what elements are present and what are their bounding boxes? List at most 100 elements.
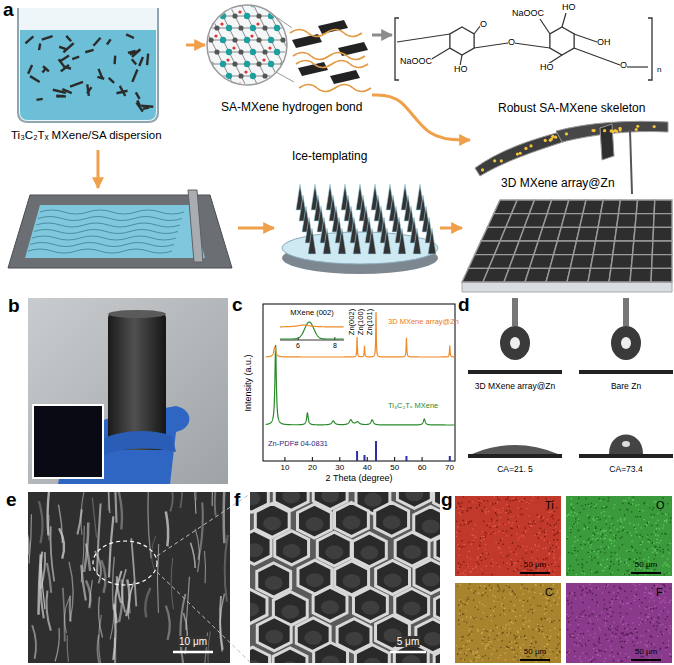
atom bbox=[274, 82, 277, 85]
pore-wall bbox=[166, 606, 170, 640]
film-texture bbox=[32, 236, 176, 240]
eds-speckle bbox=[463, 544, 465, 546]
eds-speckle bbox=[478, 563, 480, 565]
eds-speckle bbox=[549, 661, 551, 663]
eds-speckle bbox=[662, 527, 664, 529]
eds-speckle bbox=[646, 504, 648, 506]
eds-speckle bbox=[649, 540, 651, 542]
eds-speckle bbox=[611, 561, 613, 563]
eds-speckle bbox=[628, 551, 630, 553]
eds-speckle bbox=[628, 498, 630, 500]
eds-speckle bbox=[545, 558, 547, 560]
eds-speckle bbox=[551, 511, 553, 513]
pore-wall bbox=[145, 588, 150, 617]
film-texture bbox=[28, 249, 172, 253]
eds-speckle bbox=[494, 615, 496, 617]
eds-speckle bbox=[513, 611, 515, 613]
droplet-highlight bbox=[621, 337, 631, 349]
pore-wall bbox=[97, 635, 100, 663]
eds-speckle bbox=[523, 532, 525, 534]
pore-wall bbox=[51, 526, 55, 581]
pore-wall bbox=[110, 603, 114, 640]
eds-speckle bbox=[512, 500, 514, 502]
eds-speckle bbox=[664, 602, 666, 604]
eds-speckle bbox=[566, 538, 568, 540]
eds-speckle bbox=[522, 605, 524, 607]
eds-speckle bbox=[480, 554, 482, 556]
bond bbox=[283, 64, 289, 76]
eds-speckle bbox=[534, 521, 536, 523]
eds-speckle bbox=[571, 553, 573, 555]
eds-speckle bbox=[528, 626, 530, 628]
eds-speckle bbox=[601, 565, 603, 567]
eds-speckle bbox=[538, 532, 540, 534]
eds-speckle bbox=[530, 640, 532, 642]
array-cell bbox=[652, 255, 672, 269]
eds-speckle bbox=[618, 563, 620, 565]
eds-speckle bbox=[500, 647, 502, 649]
eds-speckle bbox=[495, 542, 497, 544]
eds-speckle bbox=[481, 633, 483, 635]
eds-speckle bbox=[598, 550, 600, 552]
eds-speckle bbox=[469, 521, 471, 523]
eds-speckle bbox=[534, 592, 536, 594]
eds-speckle bbox=[507, 635, 509, 637]
eds-speckle bbox=[642, 621, 644, 623]
eds-speckle bbox=[498, 542, 500, 544]
atom bbox=[208, 61, 213, 66]
eds-speckle bbox=[485, 511, 487, 513]
eds-speckle bbox=[656, 607, 658, 609]
cell-shade bbox=[402, 655, 420, 663]
eds-speckle bbox=[490, 630, 492, 632]
eds-speckle bbox=[637, 516, 639, 518]
eds-speckle bbox=[604, 515, 606, 517]
eds-speckle bbox=[669, 588, 671, 590]
eds-speckle bbox=[508, 522, 510, 524]
cell-shade bbox=[304, 631, 322, 645]
eds-speckle bbox=[485, 588, 487, 590]
eds-speckle bbox=[522, 535, 524, 537]
mxene-flake bbox=[64, 66, 71, 70]
eds-speckle bbox=[609, 515, 611, 517]
eds-speckle bbox=[500, 552, 502, 554]
eds-speckle bbox=[538, 517, 540, 519]
eds-speckle bbox=[574, 512, 576, 514]
atom bbox=[226, 58, 229, 61]
eds-speckle bbox=[651, 514, 653, 516]
atom bbox=[256, 13, 261, 18]
eds-speckle bbox=[662, 555, 664, 557]
eds-speckle bbox=[551, 610, 553, 612]
eds-speckle bbox=[550, 548, 552, 550]
bond bbox=[295, 16, 307, 17]
eds-speckle bbox=[502, 544, 504, 546]
array-cell bbox=[611, 255, 633, 269]
eds-speckle bbox=[534, 545, 536, 547]
chemical-bond bbox=[540, 19, 550, 34]
atom bbox=[220, 61, 226, 67]
eds-speckle bbox=[517, 526, 519, 528]
eds-speckle bbox=[494, 639, 496, 641]
atom bbox=[250, 73, 256, 79]
eds-speckle bbox=[493, 562, 495, 564]
eds-speckle bbox=[517, 659, 519, 661]
eds-speckle bbox=[510, 516, 512, 518]
eds-speckle bbox=[457, 572, 459, 574]
atom bbox=[214, 34, 217, 37]
eds-speckle bbox=[573, 642, 575, 644]
eds-speckle bbox=[615, 599, 617, 601]
eds-speckle bbox=[596, 571, 598, 573]
eds-speckle bbox=[622, 503, 624, 505]
eds-speckle bbox=[532, 637, 534, 639]
eds-speckle bbox=[628, 502, 630, 504]
eds-speckle bbox=[496, 626, 498, 628]
chemical-bond bbox=[514, 43, 550, 48]
eds-speckle bbox=[613, 507, 615, 509]
eds-speckle bbox=[590, 555, 592, 557]
eds-speckle bbox=[481, 569, 483, 571]
eds-speckle bbox=[600, 533, 602, 535]
eds-speckle bbox=[630, 504, 632, 506]
eds-speckle bbox=[633, 561, 635, 563]
eds-speckle bbox=[553, 550, 555, 552]
eds-speckle bbox=[610, 556, 612, 558]
eds-speckle bbox=[524, 636, 526, 638]
